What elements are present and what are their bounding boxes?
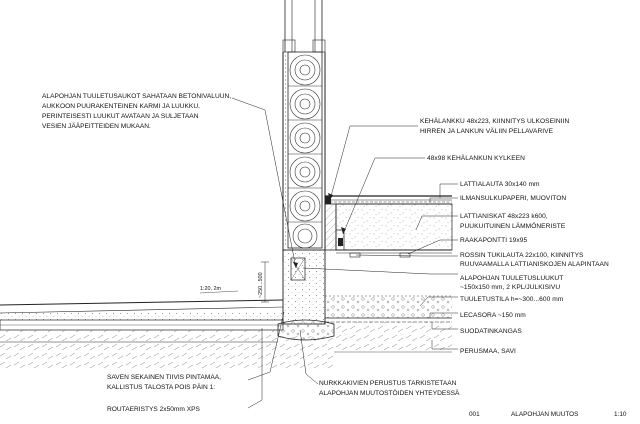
label-subsoil: PERUSMAA, SAVI xyxy=(460,348,516,355)
label-raw-board: RAAKAPONTTI 19x95 xyxy=(460,237,527,244)
log-wall xyxy=(282,0,326,262)
label-vent-hatches-1: ALAPOHJAN TUULETUSLUUKUT xyxy=(460,275,563,282)
title-block: 001 ALAPOHJAN MUUTOS 1:10 xyxy=(469,411,627,418)
label-crawl-space: TUULETUSTILA h=~300...600 mm xyxy=(460,296,564,303)
arrowheads xyxy=(293,193,346,268)
dim-height: ~250...500 xyxy=(258,272,264,298)
label-floor-joists-1: LATTIANISKAT 48x223 k600, xyxy=(460,213,548,220)
label-leca: LECASORA ~150 mm xyxy=(460,312,526,319)
note-vent-line-4: VESIEN JÄÄPEITTEIDEN MUKAAN. xyxy=(42,122,151,130)
note-vent-line-1: ALAPOHJAN TUULETUSAUKOT SAHATAAN BETONIV… xyxy=(42,93,231,100)
right-labels: KEHÄLANKKU 48x223, KIINNITYS ULKOSEINIIN… xyxy=(420,117,609,355)
note-frost-insulation: ROUTAERISTYS 2x50mm XPS xyxy=(107,406,201,413)
label-floor-joists-2: PUUKUITUINEN LÄMMÖNERISTE xyxy=(460,222,566,230)
log-rounds xyxy=(288,54,322,249)
leader-lines xyxy=(231,97,458,409)
dimensions: ~250...500 1:20, 2m xyxy=(199,261,269,303)
label-filter-fabric: SUODATINKANGAS xyxy=(460,328,522,335)
note-soil-slope: SAVEN SEKAINEN TIIVIS PINTAMAA, KALLISTU… xyxy=(107,374,221,391)
note-foundation-line-1: NURKKAKIVIEN PERUSTUS TARKISTETAAN xyxy=(319,380,457,387)
drawing-title: ALAPOHJAN MUUTOS xyxy=(511,411,578,418)
note-soil-line-1: SAVEN SEKAINEN TIIVIS PINTAMAA, xyxy=(107,374,221,381)
label-edge-joist-2: HIRREN JA LANKUN VÄLIIN PELLAVARIVE xyxy=(420,127,554,135)
label-edge-side: 48x98 KEHÄLANKUN KYLKEEN xyxy=(427,154,525,162)
note-vent-opening: ALAPOHJAN TUULETUSAUKOT SAHATAAN BETONIV… xyxy=(42,93,231,130)
label-grid-support-2: RUUVAAMALLA LATTIANISKOJEN ALAPINTAAN xyxy=(460,261,609,268)
label-edge-joist-1: KEHÄLANKKU 48x223, KIINNITYS ULKOSEINIIN xyxy=(420,117,570,125)
label-grid-support-1: ROSSIN TUKILAUTA 22x100, KIINNITYS xyxy=(460,252,584,259)
foundation xyxy=(277,249,335,341)
drawing-scale: 1:10 xyxy=(614,411,627,418)
ground-layers xyxy=(0,295,452,370)
floor-structure xyxy=(324,195,453,258)
label-air-paper: ILMANSULKUPAPERI, MUOVITON xyxy=(460,195,566,202)
note-soil-line-2: KALLISTUS TALOSTA POIS PÄIN 1: xyxy=(107,383,215,391)
note-foundation-check: NURKKAKIVIEN PERUSTUS TARKISTETAAN ALAPO… xyxy=(319,380,460,397)
drawing-number: 001 xyxy=(469,411,480,418)
label-floor-board: LATTIALAUTA 30x140 mm xyxy=(460,181,540,188)
note-vent-line-2: AUKKOON PUURAKENTEINEN KARMI JA LUUKKU. xyxy=(42,103,200,110)
label-vent-hatches-2: ~150x150 mm, 2 KPL/JULKISIVU xyxy=(460,284,560,291)
note-vent-line-3: PERINTEISESTI LUUKUT AVATAAN JA SULJETAA… xyxy=(42,113,199,120)
dim-slope: 1:20, 2m xyxy=(200,286,221,292)
note-foundation-line-2: ALAPOHJAN MUUTOSTÖIDEN YHTEYDESSÄ xyxy=(319,389,460,397)
